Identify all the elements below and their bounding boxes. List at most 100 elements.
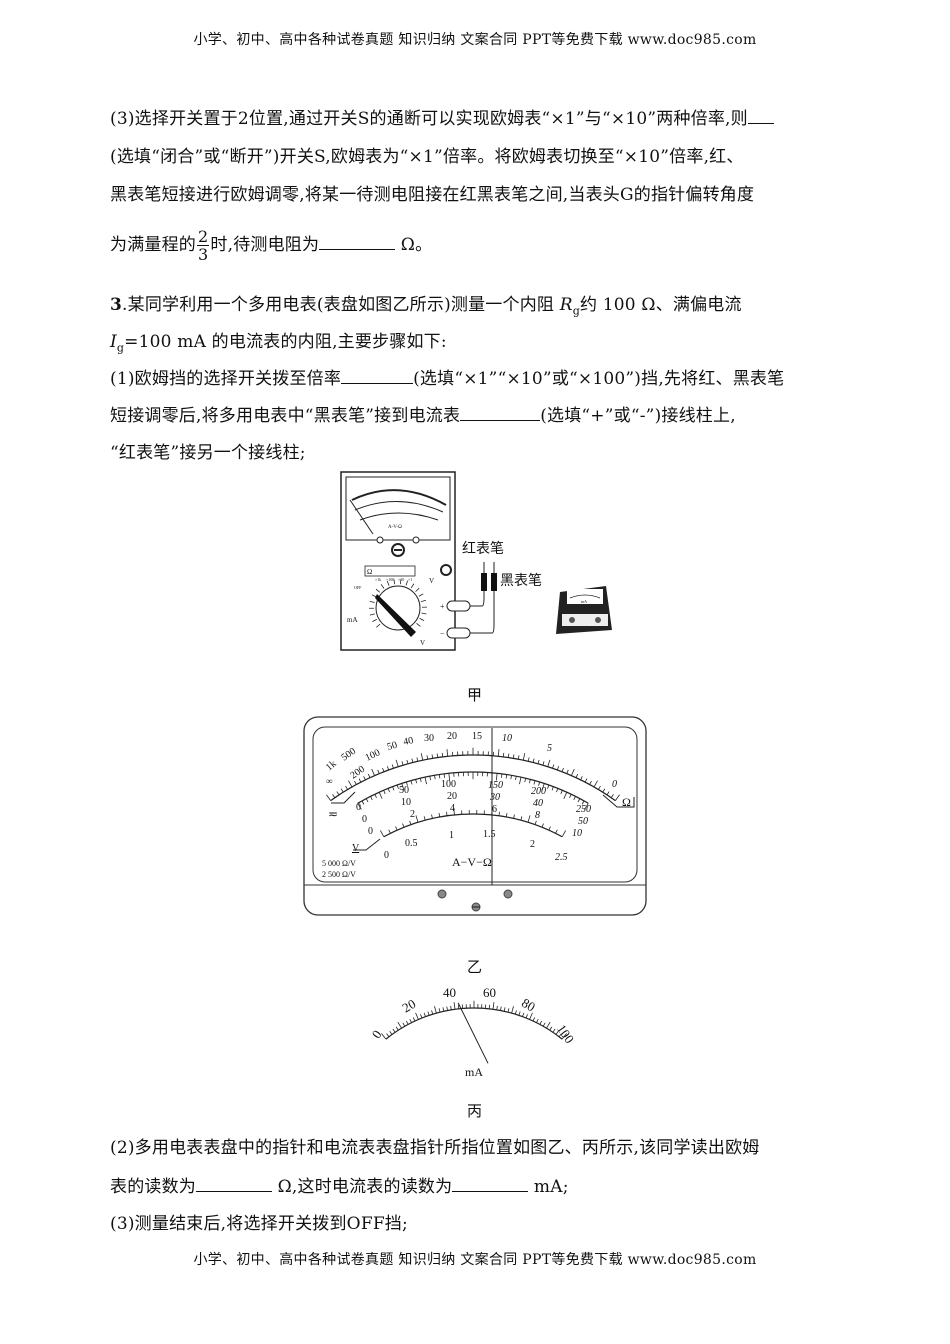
screw-icon bbox=[503, 889, 513, 899]
tick-mark bbox=[391, 764, 394, 769]
switch-tick bbox=[380, 584, 385, 589]
tick-mark bbox=[386, 766, 390, 771]
tick-mark bbox=[431, 1010, 434, 1015]
switch-tick bbox=[405, 580, 409, 586]
tick-mark bbox=[332, 794, 336, 798]
tick-label: 2 bbox=[410, 809, 415, 820]
ammeter-scale bbox=[569, 594, 601, 599]
switch-tick bbox=[369, 613, 375, 616]
dial-arc bbox=[359, 512, 439, 521]
tick-mark bbox=[510, 775, 512, 780]
minus-terminal-label: − bbox=[440, 629, 445, 638]
tick-label: 100 bbox=[554, 1021, 577, 1046]
tick-mark bbox=[405, 781, 408, 786]
tick-mark bbox=[514, 1010, 517, 1015]
tick-mark bbox=[438, 1008, 441, 1013]
dial-text: A-V-Ω bbox=[388, 525, 402, 530]
tick-mark bbox=[383, 790, 386, 795]
tick-mark bbox=[602, 788, 606, 793]
switch-tick bbox=[369, 600, 375, 603]
tick-mark bbox=[386, 1033, 390, 1038]
q3-p1-line3: “红表笔”接另一个接线柱; bbox=[110, 443, 306, 463]
text: 约 100 Ω、满偏电流 bbox=[579, 295, 742, 315]
tick-mark bbox=[507, 753, 510, 758]
ammeter-needle bbox=[457, 1002, 489, 1064]
black-probe bbox=[491, 573, 497, 591]
tick-mark bbox=[423, 1012, 426, 1017]
tick-mark bbox=[551, 786, 554, 791]
tick-mark bbox=[381, 1033, 387, 1040]
tick-label: 15 bbox=[472, 731, 482, 742]
tick-mark bbox=[401, 783, 405, 791]
tick-mark bbox=[409, 820, 412, 825]
answer-blank[interactable] bbox=[747, 109, 774, 124]
tick-mark bbox=[537, 759, 540, 764]
tick-mark bbox=[442, 1007, 445, 1012]
rg-subscript: g bbox=[572, 304, 580, 318]
tick-label: 80 bbox=[519, 995, 538, 1014]
tick-mark bbox=[539, 1020, 543, 1025]
minus-jack bbox=[446, 627, 471, 639]
tick-mark bbox=[427, 1011, 430, 1016]
tick-mark bbox=[370, 796, 373, 801]
text: 短接调零后,将多用电表中“黑表笔”接到电流表 bbox=[110, 406, 461, 426]
tick-mark bbox=[395, 826, 398, 831]
tick-mark bbox=[520, 816, 523, 821]
q2-part3-line2: (选填“闭合”或“断开”)开关S,欧姆表为“×1”倍率。将欧姆表切换至“×10”… bbox=[110, 147, 744, 167]
q3-p2-line1: (2)多用电表表盘中的指针和电流表表盘指针所指位置如图乙、丙所示,该同学读出欧姆 bbox=[110, 1138, 760, 1158]
tick-mark bbox=[420, 753, 424, 761]
tick-label: 0 bbox=[612, 779, 617, 790]
switch-label: ×1 bbox=[408, 577, 412, 582]
q3-p1-line1: (1)欧姆挡的选择开关拨至倍率(选填“×1”“×10”或“×100”)挡,先将红… bbox=[110, 364, 784, 389]
tick-mark bbox=[423, 816, 426, 821]
tick-mark bbox=[396, 784, 399, 789]
tick-mark bbox=[378, 792, 383, 799]
tick-mark bbox=[542, 1022, 546, 1027]
answer-blank[interactable] bbox=[341, 369, 414, 384]
tick-mark bbox=[431, 814, 433, 819]
tick-label: 6 bbox=[492, 804, 497, 815]
tick-mark bbox=[556, 766, 560, 771]
switch-label: Ω bbox=[367, 568, 372, 576]
answer-blank[interactable] bbox=[460, 406, 541, 421]
tick-mark bbox=[443, 773, 445, 778]
tick-mark bbox=[438, 774, 441, 779]
tick-mark bbox=[348, 780, 353, 788]
screw-icon bbox=[376, 536, 384, 544]
switch-tick bbox=[393, 579, 396, 585]
fraction-numerator: 2 bbox=[197, 227, 210, 246]
tick-mark bbox=[606, 791, 610, 796]
tick-label: 150 bbox=[488, 780, 503, 791]
tick-mark bbox=[419, 778, 422, 783]
switch-label: V bbox=[420, 639, 425, 647]
tick-mark bbox=[566, 769, 569, 774]
selector-switch bbox=[375, 585, 421, 631]
switch-tick bbox=[421, 599, 427, 602]
tick-mark bbox=[573, 796, 576, 801]
text: Ω,这时电流表的读数为 bbox=[272, 1177, 453, 1197]
answer-blank[interactable] bbox=[452, 1177, 529, 1192]
tick-mark bbox=[561, 1033, 567, 1040]
tick-mark bbox=[453, 1002, 456, 1010]
tick-label: 4 bbox=[450, 803, 455, 814]
text: .某同学利用一个多用电表(表盘如图乙所示)测量一个内阻 bbox=[122, 295, 560, 315]
tick-label: 2 bbox=[530, 839, 535, 850]
text: (选填“+”或“-”)接线柱上, bbox=[540, 406, 736, 426]
switch-tick bbox=[372, 618, 378, 622]
tick-mark bbox=[584, 803, 589, 810]
answer-blank[interactable] bbox=[196, 1177, 272, 1192]
tick-mark bbox=[542, 761, 545, 766]
tick-mark bbox=[387, 788, 390, 793]
tick-label: 20 bbox=[399, 996, 418, 1015]
q2-part3-line3: 黑表笔短接进行欧姆调零,将某一待测电阻接在红黑表笔之间,当表头G的指针偏转角度 bbox=[110, 185, 755, 205]
answer-blank[interactable] bbox=[319, 235, 396, 250]
red-probe-label: 红表笔 bbox=[462, 541, 504, 557]
figure-bing-ammeter-dial: 0 20 40 60 80 100 mA bbox=[369, 985, 578, 1079]
text: mA; bbox=[528, 1177, 569, 1197]
tick-mark bbox=[534, 820, 537, 825]
switch-tick bbox=[375, 588, 381, 593]
ammeter-scale-arc bbox=[385, 1007, 563, 1040]
ammeter-illustration: mA bbox=[556, 586, 612, 634]
ohm-adjust-knob bbox=[440, 564, 452, 576]
